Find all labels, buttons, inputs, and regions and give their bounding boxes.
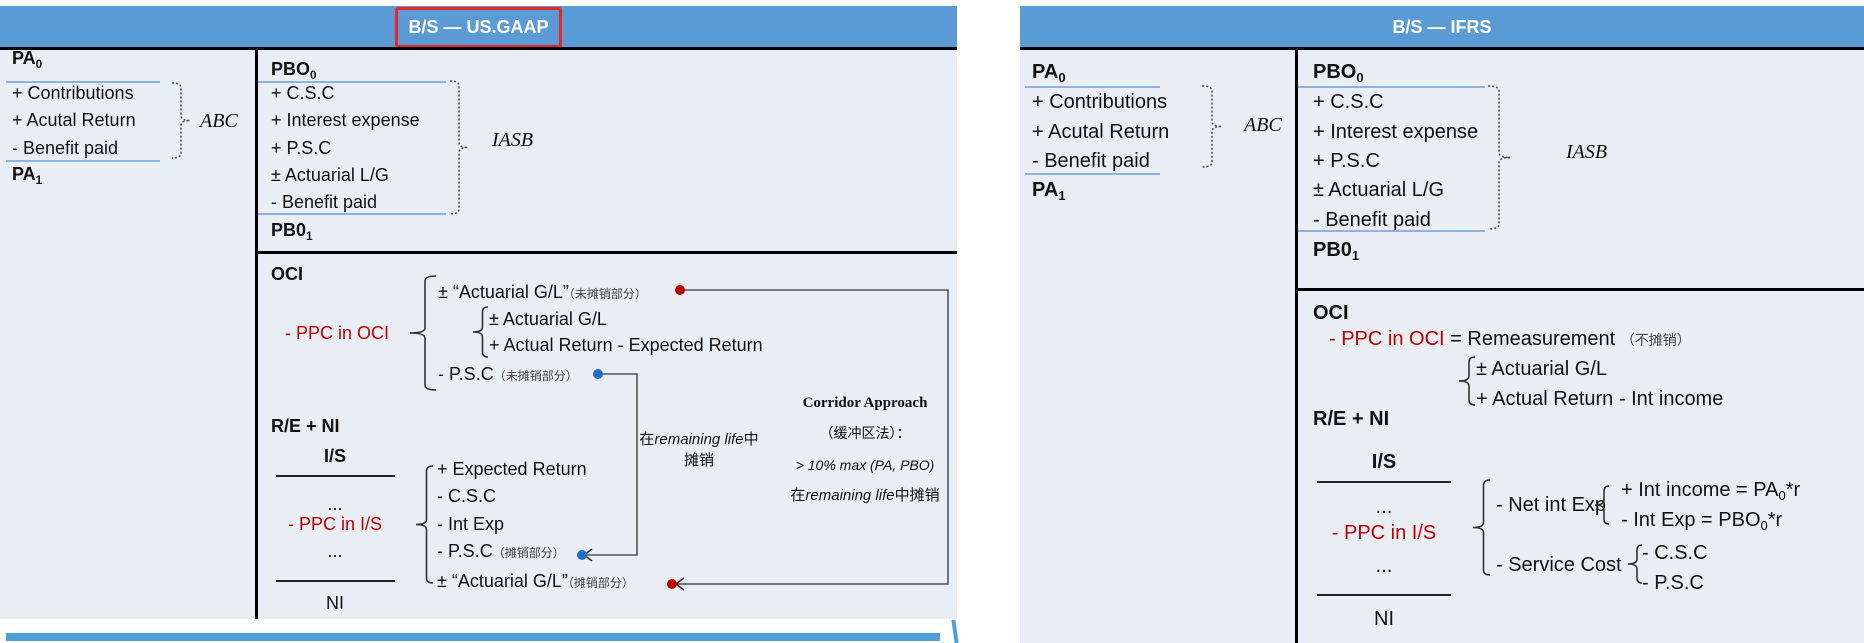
- pbo-line: [258, 213, 446, 215]
- ifrs-pa-end: PA1: [1032, 179, 1066, 203]
- ifrs-abc-label: ABC: [1244, 114, 1282, 136]
- ifrs-pa-line: [1025, 86, 1160, 88]
- iasb-label: IASB: [492, 129, 534, 151]
- gaap-ni: NI: [326, 593, 344, 613]
- pbo-item: + C.S.C: [271, 83, 335, 103]
- pbo-item: - Benefit paid: [271, 192, 378, 212]
- ifrs-panel: [1020, 6, 1864, 643]
- gaap-header-rule: [0, 47, 957, 50]
- pbo-item: + Interest expense: [271, 110, 420, 130]
- gaap-oci-psc: - P.S.C（未摊销部分）: [438, 364, 578, 384]
- footer-slant: [951, 620, 959, 643]
- gaap-header: B/S — US.GAAP: [0, 6, 957, 48]
- int-income: + Int income = PA0*r: [1621, 479, 1801, 503]
- ifrs-pbo-item: ± Actuarial L/G: [1313, 179, 1445, 201]
- pa-start: PA0: [12, 48, 43, 71]
- gaap-ppc-is: - PPC in I/S: [287, 514, 383, 534]
- gaap-is-item: ± “Actuarial G/L”（摊销部分）: [437, 571, 634, 591]
- pa-item: + Acutal Return: [12, 110, 136, 130]
- pa-item: + Contributions: [12, 83, 134, 103]
- corridor-note: 在remaining life中摊销: [790, 487, 940, 504]
- pbo-start: PBO0: [271, 59, 317, 82]
- pbo-line: [258, 81, 446, 83]
- ifrs-is-rule: [1317, 481, 1451, 483]
- ifrs-pbo-item: + C.S.C: [1313, 91, 1384, 113]
- ifrs-re-ni: R/E + NI: [1313, 408, 1390, 430]
- gaap-is-rule: [276, 475, 395, 477]
- ifrs-pbo-line: [1298, 230, 1485, 232]
- ifrs-is-heading: I/S: [1371, 451, 1397, 473]
- gaap-is-heading: I/S: [323, 446, 347, 466]
- corridor-subtitle: （缓冲区法）：: [819, 426, 911, 442]
- ifrs-pbo-end: PB01: [1313, 239, 1360, 263]
- ifrs-column-divider: [1295, 48, 1298, 643]
- ifrs-ppc-oci: - PPC in OCI = Remeasurement （不摊销）: [1329, 328, 1691, 350]
- ifrs-header-rule: [1020, 47, 1864, 50]
- service-item: - C.S.C: [1642, 542, 1708, 564]
- gaap-is-item: - Int Exp: [437, 514, 505, 534]
- ifrs-ppc-is: - PPC in I/S: [1331, 522, 1437, 544]
- ifrs-pa-item: - Benefit paid: [1032, 150, 1150, 172]
- pa-item: - Benefit paid: [12, 138, 119, 158]
- gaap-is-dots: ...: [327, 541, 343, 561]
- footer-bar: [6, 633, 940, 641]
- net-int-exp: - Net int Exp: [1496, 494, 1607, 516]
- gaap-column-divider: [255, 48, 258, 619]
- ifrs-iasb-label: IASB: [1566, 141, 1608, 163]
- abc-label: ABC: [200, 110, 238, 132]
- pbo-item: + P.S.C: [271, 138, 332, 158]
- gaap-oci-subitem: ± Actuarial G/L: [489, 309, 607, 329]
- ifrs-ni: NI: [1374, 608, 1394, 630]
- service-cost: - Service Cost: [1496, 554, 1622, 576]
- ifrs-ni-rule: [1317, 594, 1451, 596]
- gaap-row-divider: [256, 251, 957, 254]
- ifrs-pbo-item: - Benefit paid: [1313, 209, 1431, 231]
- corridor-title: Corridor Approach: [802, 395, 928, 411]
- gaap-ppc-oci: - PPC in OCI: [285, 323, 390, 343]
- gaap-is-item: - P.S.C（摊销部分）: [437, 541, 565, 561]
- gaap-re-ni: R/E + NI: [271, 416, 340, 436]
- ifrs-is-dots: ...: [1375, 555, 1393, 577]
- corridor-rule: > 10% max (PA, PBO): [795, 457, 935, 473]
- pbo-item: ± Actuarial L/G: [271, 165, 389, 185]
- ifrs-pbo-item: + P.S.C: [1313, 150, 1380, 172]
- gaap-ni-rule: [276, 580, 395, 582]
- gaap-is-dots: ...: [327, 494, 343, 514]
- ifrs-pa-start: PA0: [1032, 61, 1066, 85]
- ifrs-pbo-line: [1298, 86, 1485, 88]
- ifrs-oci-subitem: + Actual Return - Int income: [1476, 388, 1724, 410]
- ifrs-pbo-start: PBO0: [1313, 61, 1364, 85]
- pa-end: PA1: [12, 164, 43, 187]
- pbo-end: PB01: [271, 220, 313, 243]
- gaap-is-item: - C.S.C: [437, 486, 497, 506]
- int-exp: - Int Exp = PBO0*r: [1621, 509, 1783, 533]
- ifrs-oci-subitem: ± Actuarial G/L: [1476, 358, 1608, 380]
- gaap-oci-actuarial: ± “Actuarial G/L”（未摊销部分）: [438, 282, 647, 302]
- ifrs-oci-heading: OCI: [1313, 302, 1349, 324]
- pa-line: [6, 81, 160, 83]
- ifrs-pbo-item: + Interest expense: [1313, 121, 1479, 143]
- gaap-title: B/S — US.GAAP: [395, 6, 562, 48]
- gaap-oci-heading: OCI: [271, 264, 304, 284]
- ifrs-pa-item: + Acutal Return: [1032, 121, 1170, 143]
- amortization-label: 在remaining life中 摊销: [639, 431, 759, 469]
- ifrs-row-divider: [1296, 288, 1864, 291]
- gaap-is-item: + Expected Return: [437, 459, 587, 479]
- ifrs-title: B/S — IFRS: [1392, 16, 1492, 37]
- gaap-oci-subitem: + Actual Return - Expected Return: [489, 335, 763, 355]
- ifrs-pa-line: [1025, 173, 1160, 175]
- service-item: - P.S.C: [1642, 572, 1704, 594]
- ifrs-header: B/S — IFRS: [1020, 6, 1864, 48]
- ifrs-is-dots: ...: [1375, 496, 1393, 518]
- pa-line: [6, 160, 160, 162]
- ifrs-pa-item: + Contributions: [1032, 91, 1168, 113]
